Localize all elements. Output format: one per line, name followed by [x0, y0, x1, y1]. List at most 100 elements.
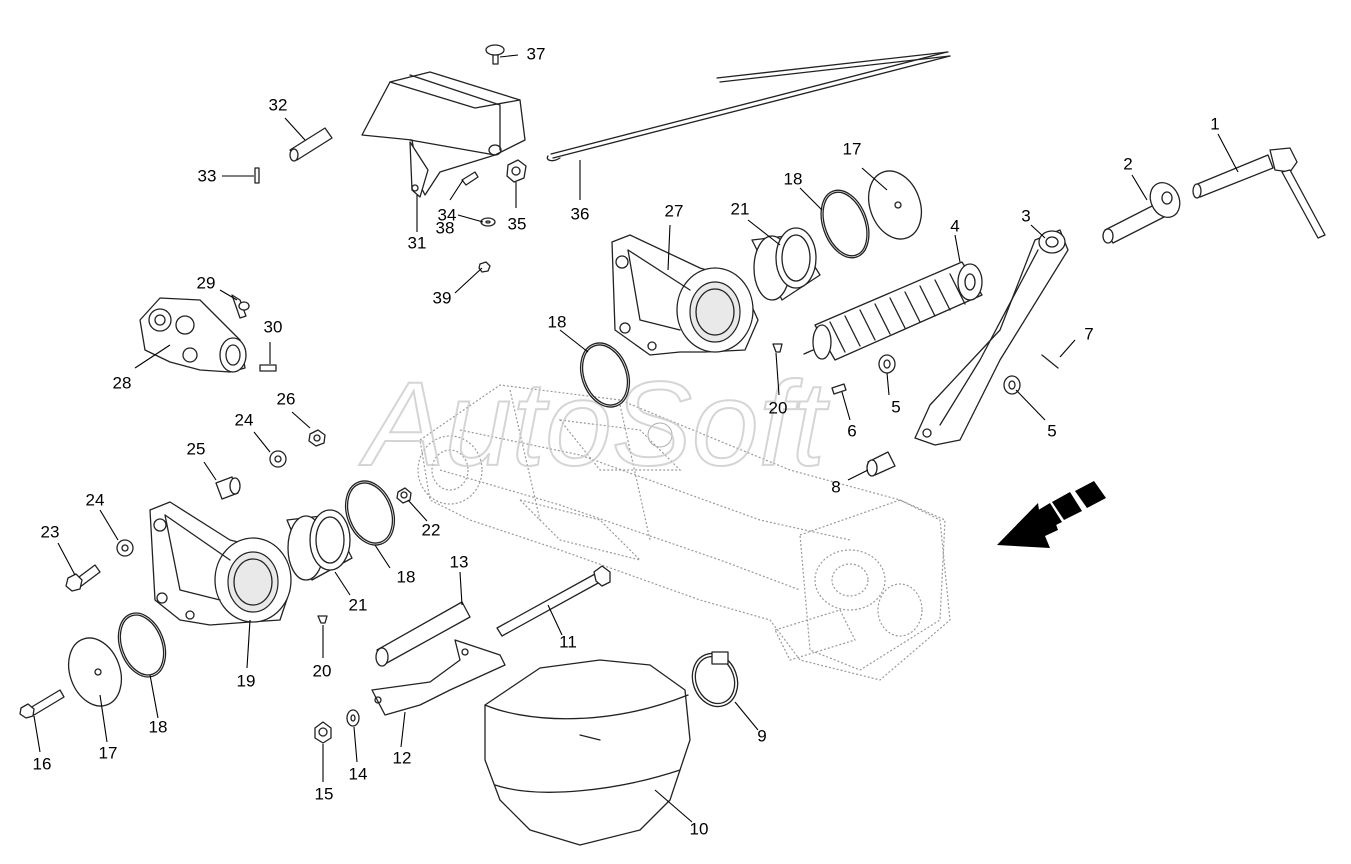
- part-30-key: [259, 364, 277, 372]
- callout-27: 27: [665, 201, 684, 220]
- callout-36: 36: [571, 204, 590, 223]
- callout-17-lower: 17: [99, 743, 118, 762]
- callout-39: 39: [433, 288, 452, 307]
- callout-31: 31: [408, 233, 427, 252]
- part-7-pin: [1041, 354, 1059, 369]
- part-24-washer-lower: [116, 539, 134, 557]
- part-12-bracket: [371, 639, 506, 716]
- callout-25: 25: [187, 439, 206, 458]
- callout-30: 30: [264, 317, 283, 336]
- part-18-oring-mid: [579, 342, 631, 408]
- part-5-washer-b: [1003, 375, 1021, 395]
- part-20-fitting-lower: [317, 615, 328, 624]
- callout-6: 6: [847, 421, 856, 440]
- callout-3: 3: [1021, 206, 1030, 225]
- callout-20-upper: 20: [769, 398, 788, 417]
- part-13-tube: [375, 601, 471, 667]
- part-32-pin: [289, 127, 333, 162]
- callout-16: 16: [33, 754, 52, 773]
- part-18-oring-lower-right: [344, 480, 396, 546]
- part-23-bolt: [65, 564, 101, 592]
- callout-18-upper: 18: [784, 169, 803, 188]
- callout-13: 13: [450, 552, 469, 571]
- callout-10: 10: [690, 819, 709, 838]
- callout-8: 8: [831, 477, 840, 496]
- part-22-nut: [396, 487, 412, 504]
- part-25-bushing: [215, 476, 241, 500]
- part-38-washer: [480, 217, 496, 227]
- callout-24-upper: 24: [235, 410, 254, 429]
- part-9-clamp: [691, 651, 739, 708]
- part-28-housing: [139, 297, 247, 373]
- callout-35: 35: [508, 214, 527, 233]
- part-1-lever: [1192, 147, 1326, 239]
- callout-21-lower: 21: [349, 595, 368, 614]
- callout-34: 34: [438, 205, 457, 224]
- callout-38: 38: [436, 218, 455, 237]
- watermark-text: AutoSoft: [359, 357, 830, 491]
- callout-29: 29: [197, 273, 216, 292]
- callout-22: 22: [422, 520, 441, 539]
- part-17-cover-lower: [67, 637, 123, 707]
- callout-19: 19: [237, 671, 256, 690]
- part-33-pin: [254, 167, 260, 184]
- callout-5-b: 5: [1047, 421, 1056, 440]
- part-17-cover-upper: [867, 170, 923, 240]
- part-39-nut: [478, 261, 491, 273]
- part-18-oring-lower-left: [117, 612, 167, 678]
- callout-18-lower-right: 18: [397, 567, 416, 586]
- callout-14: 14: [349, 764, 368, 783]
- part-18-oring-upper: [820, 189, 870, 259]
- part-36-rod: [546, 51, 951, 162]
- callout-4: 4: [950, 216, 959, 235]
- callout-labels: 1 2 3 4 5 5 6 7 8 9 10 11 12 13 14 15 16…: [33, 44, 1220, 838]
- part-37-cap: [485, 44, 505, 65]
- callout-5-a: 5: [891, 397, 900, 416]
- part-10-guard: [484, 659, 691, 846]
- callout-37: 37: [527, 44, 546, 63]
- part-5-washer-a: [878, 354, 896, 374]
- part-21-sleeve-lower: [286, 509, 353, 581]
- callout-9: 9: [757, 726, 766, 745]
- callout-18-mid: 18: [548, 312, 567, 331]
- callout-23: 23: [41, 522, 60, 541]
- part-3-arm: [914, 229, 1069, 446]
- part-31-bracket: [361, 71, 526, 198]
- ghost-axle-assembly: [417, 384, 951, 681]
- part-14-washer: [346, 709, 360, 727]
- part-15-nut: [314, 721, 332, 744]
- part-34-clip: [461, 171, 479, 186]
- part-21-sleeve-upper: [751, 227, 821, 301]
- part-11-bolt: [496, 565, 611, 637]
- part-19-bearing-bracket: [149, 501, 292, 626]
- leader-lines: [33, 54, 1239, 823]
- part-20-fitting-upper: [772, 343, 783, 353]
- part-2-pin: [1102, 181, 1181, 244]
- callout-26: 26: [277, 389, 296, 408]
- part-26-nut: [308, 429, 326, 447]
- callout-17-upper: 17: [843, 139, 862, 158]
- callout-12: 12: [393, 748, 412, 767]
- callout-32: 32: [269, 95, 288, 114]
- callout-24-lower: 24: [86, 490, 105, 509]
- callout-20-lower: 20: [313, 661, 332, 680]
- part-35-nut: [506, 159, 527, 183]
- part-16-bolt: [19, 689, 65, 719]
- callout-11: 11: [559, 632, 577, 651]
- callout-1: 1: [1210, 114, 1219, 133]
- callout-15: 15: [315, 784, 334, 803]
- callout-33: 33: [198, 166, 217, 185]
- callout-21-upper: 21: [731, 199, 750, 218]
- callout-7: 7: [1084, 324, 1093, 343]
- part-24-washer-upper: [269, 450, 287, 468]
- part-27-bearing-bracket: [611, 234, 759, 356]
- part-4-spring: [803, 261, 983, 361]
- part-29-bolt: [231, 294, 250, 319]
- callout-18-lower-left: 18: [149, 717, 168, 736]
- callout-2: 2: [1123, 154, 1132, 173]
- part-8-bushing: [866, 451, 896, 477]
- callout-28: 28: [113, 373, 132, 392]
- part-6-pin: [831, 383, 847, 395]
